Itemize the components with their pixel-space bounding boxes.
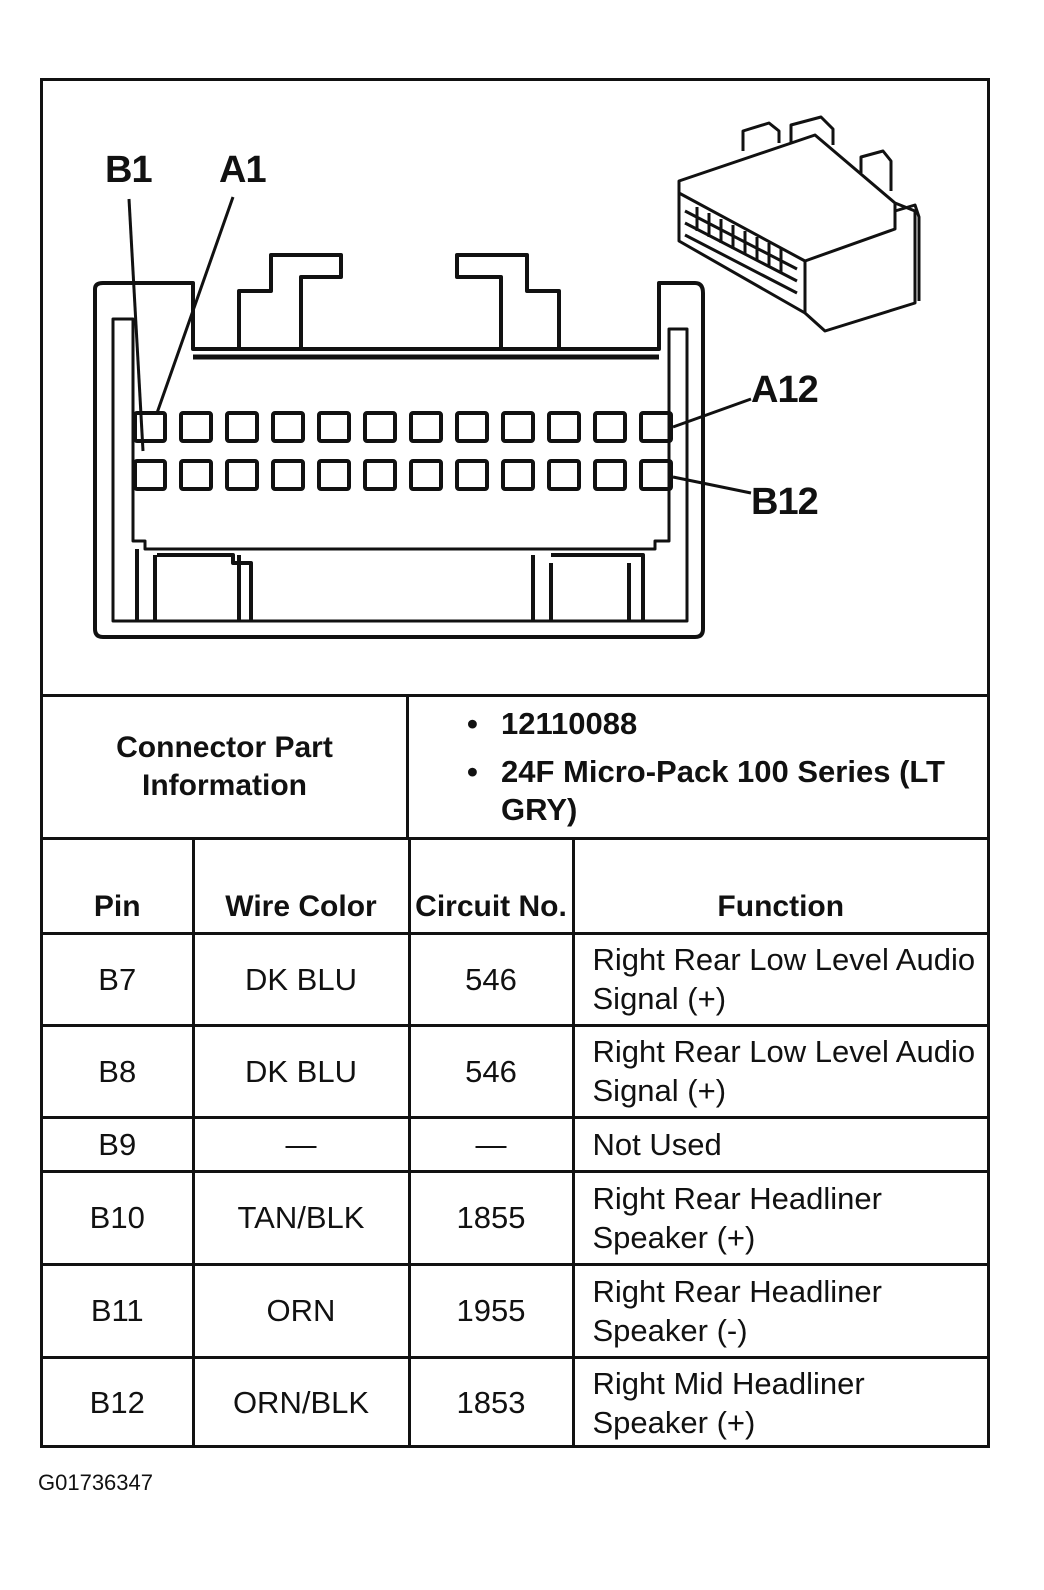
right-latch xyxy=(455,253,561,349)
connector-diagram: B1 A1 A12 B12 xyxy=(43,81,987,696)
connector-series-item: • 24F Micro-Pack 100 Series (LT GRY) xyxy=(409,753,987,829)
connector-face-drawing xyxy=(93,115,921,639)
circuit-cell: 1853 xyxy=(407,1355,573,1447)
circuit-cell: 1955 xyxy=(407,1262,573,1357)
header-pin: Pin xyxy=(93,889,141,923)
figure-id: G01736347 xyxy=(38,1470,153,1495)
housing-outline xyxy=(93,281,705,639)
connector-series: 24F Micro-Pack 100 Series (LT GRY) xyxy=(501,754,945,827)
table-row: B10 TAN/BLK 1855 Right Rear Headliner Sp… xyxy=(43,1169,987,1264)
pin-label-b1: B1 xyxy=(105,149,153,191)
pin-cell: B11 xyxy=(43,1262,193,1357)
pin-label-a1: A1 xyxy=(219,149,267,191)
pin-label-a12: A12 xyxy=(751,369,819,411)
housing-inner-wall xyxy=(111,317,689,623)
left-key xyxy=(135,549,253,621)
wire-color-cell: ORN/BLK xyxy=(191,1355,409,1447)
circuit-cell: 546 xyxy=(407,931,573,1025)
function-cell: Right Mid Headliner Speaker (+) xyxy=(571,1355,987,1447)
pin-cell: B12 xyxy=(43,1355,193,1447)
wire-color-cell: DK BLU xyxy=(191,931,409,1025)
table-row: B12 ORN/BLK 1853 Right Mid Headliner Spe… xyxy=(43,1355,987,1447)
table-row: B9 — — Not Used xyxy=(43,1115,987,1171)
circuit-cell: 546 xyxy=(407,1023,573,1117)
function-cell: Right Rear Low Level Audio Signal (+) xyxy=(571,1023,987,1117)
pin-table-header: Pin Wire Color Circuit No. Function xyxy=(43,840,987,933)
table-row: B8 DK BLU 546 Right Rear Low Level Audio… xyxy=(43,1023,987,1117)
bullet-marker: • xyxy=(467,706,478,741)
connector-part-info: Connector Part Information • 12110088 • … xyxy=(43,694,987,840)
header-circuit-no: Circuit No. xyxy=(407,840,573,933)
left-latch xyxy=(237,253,343,349)
row-b-cavities xyxy=(133,459,673,491)
function-cell: Not Used xyxy=(571,1115,987,1171)
function-cell: Right Rear Low Level Audio Signal (+) xyxy=(571,931,987,1025)
connector-figure: B1 A1 A12 B12 Connector Part Information… xyxy=(40,78,990,1448)
pin-cell: B8 xyxy=(43,1023,193,1117)
wire-color-cell: DK BLU xyxy=(191,1023,409,1117)
pin-table: Pin Wire Color Circuit No. Function B7 D… xyxy=(43,840,987,1447)
pin-cell: B7 xyxy=(43,931,193,1025)
header-function: Function xyxy=(571,840,987,933)
function-cell: Right Rear Headliner Speaker (-) xyxy=(571,1262,987,1357)
right-key xyxy=(531,553,645,621)
wire-color-cell: ORN xyxy=(191,1262,409,1357)
circuit-cell: — xyxy=(407,1115,573,1171)
table-row: B7 DK BLU 546 Right Rear Low Level Audio… xyxy=(43,931,987,1025)
part-number: 12110088 xyxy=(501,706,638,741)
connector-part-info-label: Connector Part Information xyxy=(43,697,409,837)
table-row: B11 ORN 1955 Right Rear Headliner Speake… xyxy=(43,1262,987,1357)
circuit-cell: 1855 xyxy=(407,1169,573,1264)
header-wire-color: Wire Color xyxy=(191,840,409,933)
connector-3d-view xyxy=(677,115,921,333)
bullet-marker: • xyxy=(467,754,478,789)
pin-cell: B9 xyxy=(43,1115,193,1171)
wire-color-cell: — xyxy=(191,1115,409,1171)
pin-label-b12: B12 xyxy=(751,481,819,523)
connector-part-info-list: • 12110088 • 24F Micro-Pack 100 Series (… xyxy=(409,697,987,845)
row-a-cavities xyxy=(133,411,673,443)
pin-cell: B10 xyxy=(43,1169,193,1264)
leader-lines xyxy=(127,196,752,495)
function-cell: Right Rear Headliner Speaker (+) xyxy=(571,1169,987,1264)
wire-color-cell: TAN/BLK xyxy=(191,1169,409,1264)
part-number-item: • 12110088 xyxy=(409,705,987,743)
